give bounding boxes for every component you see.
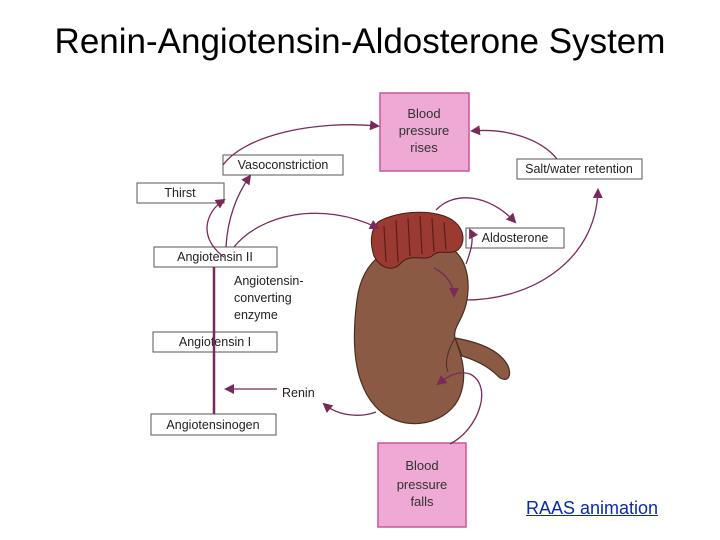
- thirst-box: Thirst: [136, 182, 225, 204]
- renin-label: Renin: [282, 386, 315, 400]
- aldosterone-label: Aldosterone: [482, 231, 549, 245]
- ace-line-3: enzyme: [234, 308, 278, 322]
- angiotensinogen-box: Angiotensinogen: [150, 413, 277, 436]
- vasoconstriction-box: Vasoconstriction: [222, 154, 344, 176]
- adrenal-gland-illustration: [370, 211, 464, 269]
- flow-arrows: [206, 120, 603, 445]
- kidney-illustration: [353, 239, 511, 425]
- bp-rises-line-1: Blood: [407, 106, 440, 121]
- ace-line-1: Angiotensin-: [234, 274, 304, 288]
- bp-rises-box: Blood pressure rises: [379, 92, 470, 172]
- ace-line-2: converting: [234, 291, 292, 305]
- salt-water-retention-box: Salt/water retention: [516, 158, 643, 180]
- bp-falls-line-3: falls: [410, 494, 434, 509]
- angiotensin-ii-label: Angiotensin II: [177, 250, 253, 264]
- angiotensinogen-label: Angiotensinogen: [166, 418, 259, 432]
- vasoconstriction-label: Vasoconstriction: [238, 158, 329, 172]
- raas-animation-link[interactable]: RAAS animation: [526, 498, 659, 518]
- slide-title: Renin-Angiotensin-Aldosterone System: [54, 22, 666, 61]
- bp-falls-box: Blood pressure falls: [377, 442, 467, 528]
- bp-rises-line-2: pressure: [399, 123, 450, 138]
- bp-falls-line-1: Blood: [405, 458, 438, 473]
- bp-rises-line-3: rises: [410, 140, 438, 155]
- salt-water-retention-label: Salt/water retention: [525, 162, 633, 176]
- thirst-label: Thirst: [164, 186, 196, 200]
- angiotensin-ii-box: Angiotensin II: [153, 246, 278, 268]
- aldosterone-box: Aldosterone: [465, 227, 565, 249]
- bp-falls-line-2: pressure: [397, 477, 448, 492]
